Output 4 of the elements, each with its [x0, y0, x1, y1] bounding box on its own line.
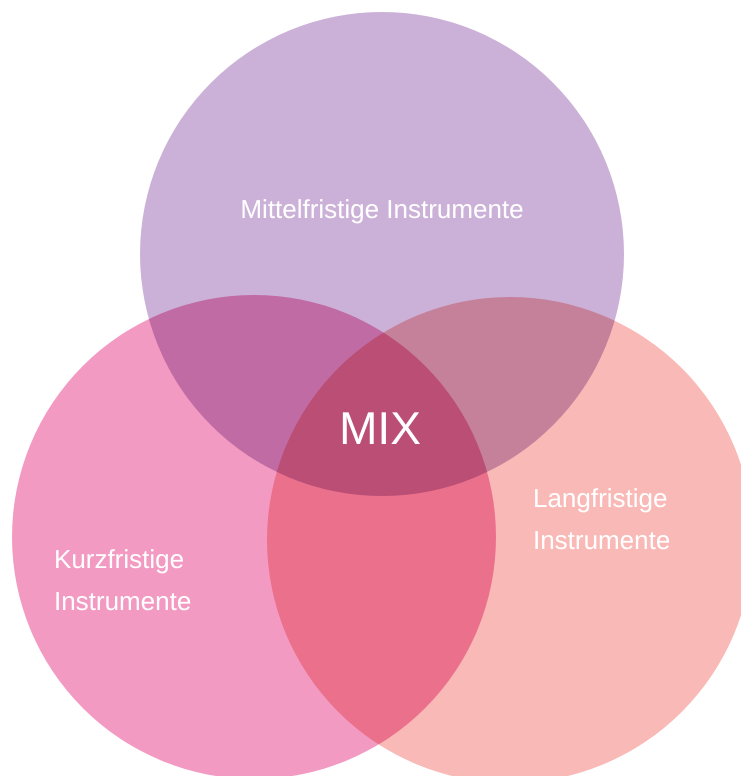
- center-label: MIX: [338, 401, 422, 456]
- circle-label: Kurzfristige Instrumente: [54, 543, 192, 618]
- circle-label: Langfristige Instrumente: [533, 482, 672, 557]
- circle-label: Mittelfristige Instrumente: [239, 193, 525, 226]
